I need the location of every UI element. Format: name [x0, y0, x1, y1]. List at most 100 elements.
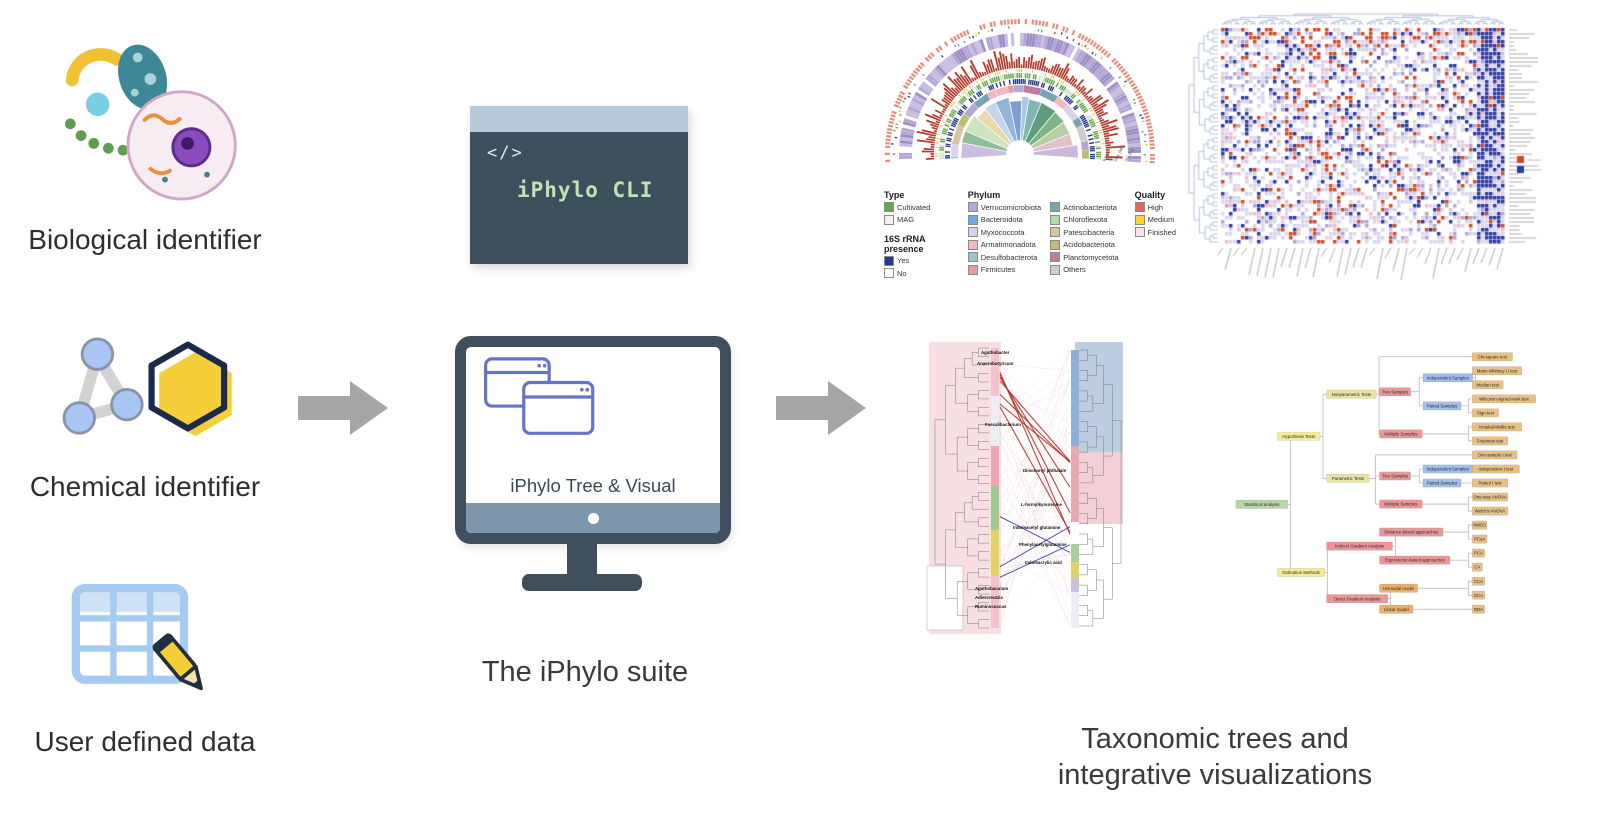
legend-label: Others — [1063, 265, 1086, 274]
method-node-label: Statistical analysis — [1244, 502, 1279, 507]
monitor-app-label: iPhylo Tree & Visual — [510, 475, 676, 496]
legend-item: Desulfobacterota — [967, 252, 1041, 262]
method-node-label: Median test — [1477, 382, 1500, 387]
legend-label: Bacteroidota — [980, 215, 1023, 224]
legend-item: High — [1134, 202, 1176, 212]
code-glyph: </> — [487, 143, 524, 163]
legend-swatch — [1050, 202, 1061, 212]
legend-swatch — [1134, 214, 1145, 225]
legend-item: Actinobacteriota — [1050, 202, 1118, 212]
flow-arrow-icon — [298, 381, 388, 435]
table-pencil-icon — [71, 583, 203, 691]
method-node-label: PCoA — [1474, 537, 1485, 542]
tanglegram-label: Faecalibacterium — [985, 422, 1021, 427]
legend-label: Verrucomicrobiota — [980, 202, 1042, 212]
method-node-label: Hypothesis Tests — [1282, 434, 1315, 439]
method-node-label: Eigenvector-based approaches — [1385, 558, 1445, 563]
method-node-label: Independent Samples — [1427, 467, 1469, 472]
legend-swatch — [967, 227, 978, 237]
method-node-label: Multiple Samples — [1384, 432, 1417, 437]
suite-caption: The iPhylo suite — [481, 656, 689, 688]
tanglegram-label: Agathobacter — [981, 350, 1010, 355]
tanglegram-label: L-formylkynurenine — [1021, 502, 1063, 507]
legend-label: Planctomycetota — [1063, 252, 1119, 262]
chemical-identifier-label: Chemical identifier — [29, 471, 261, 502]
heatmap-figure — [1185, 10, 1547, 290]
tanglegram-label: Indoleacetyl glutamine — [1013, 525, 1061, 530]
input-chemical: Chemical identifier — [6, 316, 284, 503]
legend-item: Finished — [1134, 227, 1176, 237]
tanglegram-label: Phenylacetylglutamine — [1019, 542, 1067, 547]
method-node-label: Paired Samples — [1427, 403, 1458, 408]
terminal-titlebar — [470, 106, 688, 132]
legend-label: Firmicutes — [980, 265, 1016, 274]
terminal-window: </> iPhylo CLI — [470, 106, 688, 264]
legend-label: Myxococcota — [980, 227, 1025, 237]
method-node-label: NMDS — [1473, 523, 1486, 528]
input-biological: Biological identifier — [6, 26, 284, 256]
legend-swatch — [884, 202, 894, 212]
method-node-label: Direct Gradient Analysis — [1334, 596, 1380, 601]
molecule-icon — [62, 337, 232, 437]
tanglegram-label: Adlercreutzia — [975, 595, 1003, 600]
method-node-label: Chi-square test — [1478, 354, 1508, 359]
legend-label: MAG — [897, 215, 915, 224]
axis-label: GC (%) — [1123, 147, 1134, 162]
legend-item: MAG — [884, 214, 952, 225]
legend-label: High — [1147, 202, 1164, 212]
axis-label: WGS — [1101, 151, 1110, 162]
method-node-label: Kruskal-Wallis test — [1479, 425, 1515, 430]
legend-item: Patescibacteria — [1050, 227, 1118, 237]
tanglegram-label: Ruminococcus — [975, 604, 1007, 609]
legend-swatch — [967, 239, 978, 250]
legend-swatch — [967, 214, 978, 225]
legend-label: Chloroflexota — [1063, 215, 1108, 224]
legend-swatch — [1050, 227, 1061, 237]
legend-item: Others — [1050, 264, 1118, 275]
method-node-label: Mann-Whitney U test — [1477, 368, 1518, 373]
method-node-label: Wilcoxon signed-rank test — [1479, 396, 1529, 401]
legend-swatch — [1050, 239, 1061, 250]
method-node-label: Multiple Samples — [1384, 502, 1417, 507]
outputs-caption-line1: Taxonomic trees and — [1081, 723, 1349, 755]
monitor-illustration: iPhylo Tree & Visual — [455, 336, 731, 591]
tanglegram-figure: AgathobacterAnaerobutyricumFaecalibacter… — [926, 342, 1123, 634]
method-node-label: Independent t test — [1479, 467, 1514, 472]
legend-label: Yes — [897, 256, 910, 265]
legend-item: Cultivated — [884, 202, 952, 212]
monitor-chin — [466, 503, 720, 533]
tanglegram-label: Agathobaculum — [975, 586, 1008, 591]
legend-label: Actinobacteriota — [1063, 202, 1117, 212]
microbes-icon — [64, 44, 237, 201]
method-node-label: One-way ANOVA — [1473, 495, 1506, 500]
flow-arrow-icon — [776, 381, 866, 435]
legend-label: No — [897, 268, 907, 278]
tanglegram-label: Indoleacrylic acid — [1025, 560, 1062, 565]
biological-identifier-label: Biological identifier — [28, 224, 262, 255]
legend-label: Acidobacteriota — [1063, 240, 1115, 249]
tanglegram-label: Anaerobutyricum — [977, 361, 1013, 366]
legend-label: Finished — [1147, 227, 1176, 237]
method-node-label: Two Samples — [1382, 389, 1408, 394]
outputs-caption: Taxonomic trees and integrative visualiz… — [1015, 722, 1415, 794]
monitor-stand-base — [522, 574, 642, 591]
method-node-label: Sign test — [1477, 410, 1495, 415]
legend-title: Phylum — [967, 190, 1001, 200]
method-node-label: Distance-based approaches — [1384, 530, 1438, 535]
method-node-label: One-sample t test — [1478, 453, 1513, 458]
method-node-label: Indirect Gradient Analysis — [1335, 544, 1384, 549]
legend-label: Armatimonadota — [980, 240, 1036, 249]
tanglegram-label: Diisononyl phthalate — [1023, 468, 1067, 473]
monitor-stand-neck — [567, 544, 597, 574]
legend-item: Armatimonadota — [967, 239, 1041, 250]
legend-swatch — [967, 202, 978, 212]
method-node-label: DCA — [1474, 593, 1483, 598]
method-node-label: Paired t test — [1478, 481, 1502, 486]
